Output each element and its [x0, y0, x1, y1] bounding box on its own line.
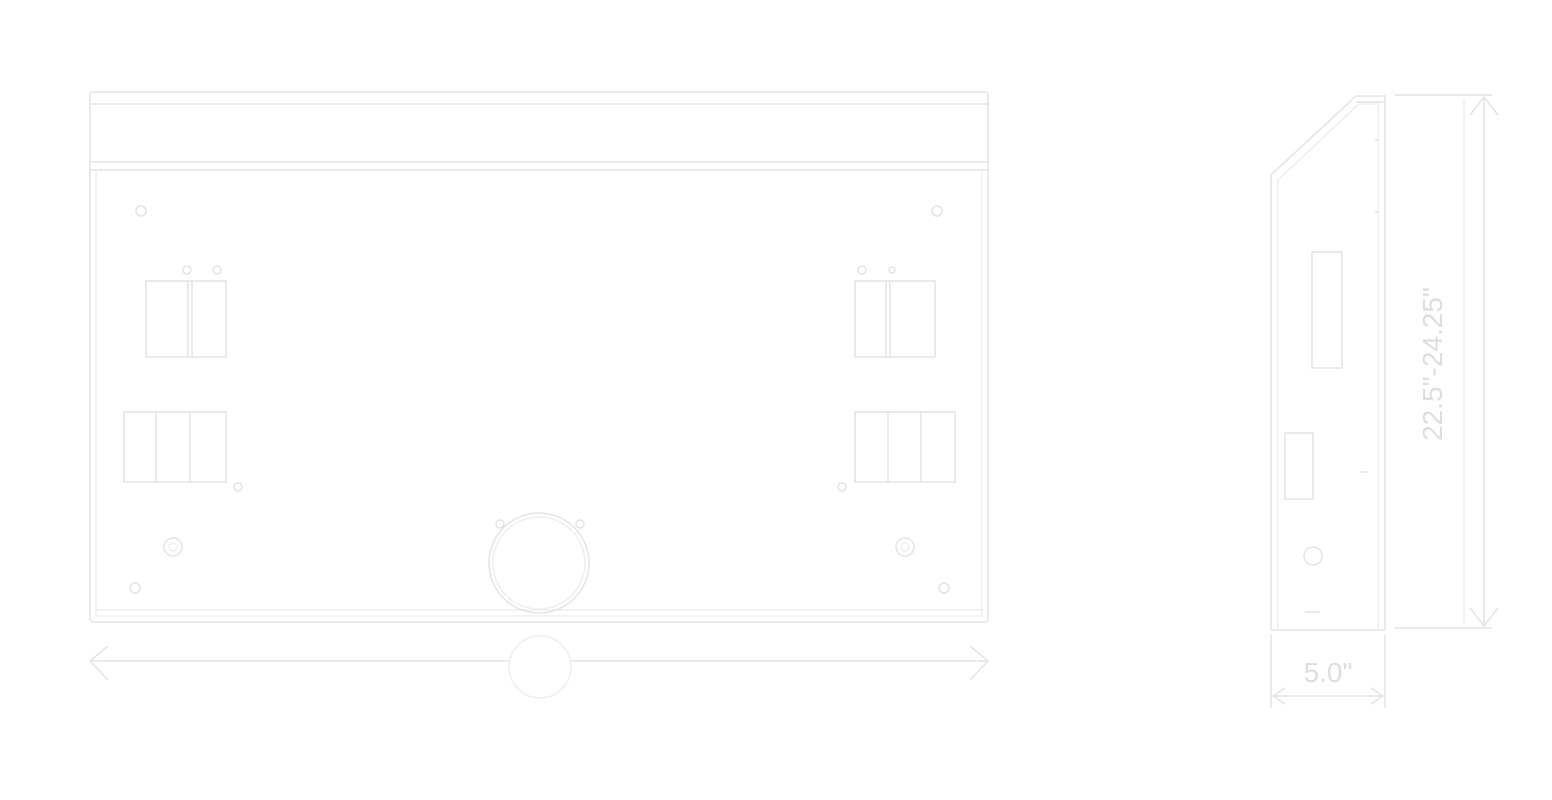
side-view — [1270, 94, 1499, 708]
grommet-inner — [168, 542, 178, 552]
depth-arrow-right — [1370, 687, 1385, 705]
width-arrow-right — [969, 645, 990, 681]
grommet — [895, 537, 915, 557]
port-screw — [575, 519, 585, 529]
front-housing-outline — [89, 91, 989, 623]
indicator-dot — [837, 482, 847, 492]
side-slot-upper — [1311, 251, 1343, 369]
switch-block-left-upper — [145, 280, 227, 358]
grommet — [163, 537, 183, 557]
screw-hole — [135, 205, 147, 217]
screw-hole — [938, 582, 950, 594]
screw-hole — [129, 582, 141, 594]
center-port-inner — [492, 516, 586, 610]
indicator-dot — [888, 266, 896, 274]
port-screw — [495, 519, 505, 529]
center-port — [488, 512, 590, 614]
switch-block-right-lower — [854, 411, 956, 483]
indicator-dot — [857, 265, 867, 275]
depth-arrow-left — [1271, 687, 1286, 705]
side-port — [1303, 546, 1323, 566]
indicator-dot — [182, 265, 192, 275]
indicator-dot — [233, 482, 243, 492]
side-slot-lower — [1284, 432, 1314, 500]
switch-block-left-lower — [123, 411, 227, 483]
height-label: 22.5"-24.25" — [1417, 287, 1448, 441]
grommet-inner — [900, 542, 910, 552]
width-arrow-left — [88, 645, 109, 681]
screw-hole — [931, 205, 943, 217]
side-profile-outline — [1270, 95, 1386, 631]
height-arrow-top — [1469, 95, 1499, 116]
side-profile-inner — [1277, 103, 1379, 630]
front-view — [88, 91, 990, 699]
depth-label: 5.0" — [1304, 657, 1353, 688]
height-arrow-bottom — [1469, 607, 1499, 628]
width-label-badge — [508, 635, 572, 699]
switch-block-right-upper — [854, 280, 936, 358]
indicator-dot — [212, 265, 222, 275]
